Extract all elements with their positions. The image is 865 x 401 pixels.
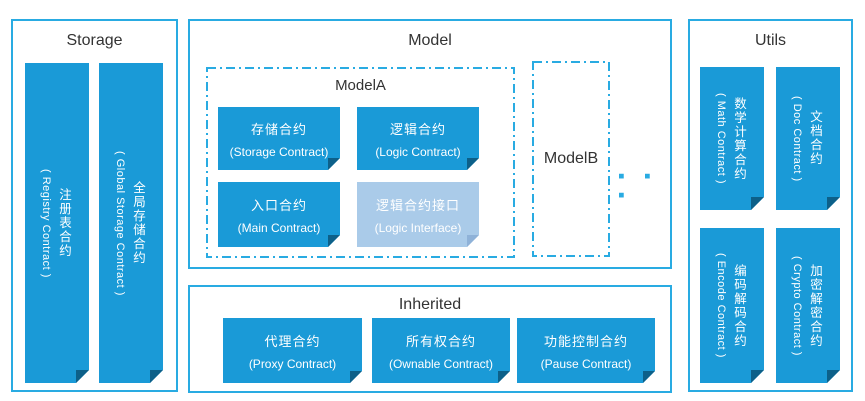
encode-contract-zh: 编码解码合约	[732, 263, 746, 348]
main-contract-en: (Main Contract)	[237, 220, 321, 235]
model-panel: Model ModelA 存储合约 (Storage Contract) 逻辑合…	[188, 19, 672, 269]
math-contract-label: 数学计算合约 ( Math Contract )	[712, 93, 752, 184]
registry-contract-zh: 注册表合约	[57, 187, 71, 258]
main-contract-zh: 入口合约	[250, 197, 307, 213]
utils-panel-title: Utils	[754, 32, 787, 49]
storage-contract-en: (Storage Contract)	[229, 144, 329, 159]
doc-contract-label: 文档合约 ( Doc Contract )	[788, 96, 828, 182]
registry-contract-en: ( Registry Contract )	[40, 168, 52, 278]
main-contract-block: 入口合约 (Main Contract)	[218, 182, 340, 247]
utils-panel: Utils 数学计算合约 ( Math Contract ) 文档合约 ( Do…	[688, 19, 853, 392]
crypto-contract-label: 加密解密合约 ( Crypto Contract )	[788, 256, 828, 356]
pause-contract-en: (Pause Contract)	[540, 356, 632, 371]
logic-interface-zh: 逻辑合约接口	[375, 197, 460, 213]
model-b-group: ModelB	[532, 61, 610, 257]
logic-contract-zh: 逻辑合约	[389, 121, 446, 137]
doc-contract-en: ( Doc Contract )	[791, 95, 803, 182]
doc-contract-bar: 文档合约 ( Doc Contract )	[776, 67, 840, 210]
math-contract-en: ( Math Contract )	[715, 92, 727, 185]
logic-contract-en: (Logic Contract)	[375, 144, 461, 159]
global-storage-contract-zh: 全局存储合约	[131, 180, 145, 265]
logic-interface-en: (Logic Interface)	[374, 220, 462, 235]
storage-panel: Storage 注册表合约 ( Registry Contract ) 全局存储…	[11, 19, 178, 392]
crypto-contract-zh: 加密解密合约	[808, 263, 822, 348]
model-a-group: ModelA 存储合约 (Storage Contract) 逻辑合约 (Log…	[206, 67, 515, 258]
proxy-contract-en: (Proxy Contract)	[248, 356, 337, 371]
pause-contract-block: 功能控制合约 (Pause Contract)	[517, 318, 655, 383]
global-storage-contract-label: 全局存储合约 ( Global Storage Contract )	[111, 151, 151, 296]
math-contract-bar: 数学计算合约 ( Math Contract )	[700, 67, 764, 210]
crypto-contract-en: ( Crypto Contract )	[791, 255, 803, 356]
ellipsis-icon: ▪ ▪ ▪	[618, 166, 658, 206]
storage-contract-zh: 存储合约	[250, 121, 307, 137]
model-a-title: ModelA	[335, 77, 386, 94]
encode-contract-label: 编码解码合约 ( Encode Contract )	[712, 253, 752, 358]
registry-contract-bar: 注册表合约 ( Registry Contract )	[25, 63, 89, 383]
registry-contract-label: 注册表合约 ( Registry Contract )	[37, 169, 77, 278]
proxy-contract-zh: 代理合约	[264, 333, 321, 349]
logic-interface-block: 逻辑合约接口 (Logic Interface)	[357, 182, 479, 247]
storage-contract-block: 存储合约 (Storage Contract)	[218, 107, 340, 170]
inherited-panel-title: Inherited	[398, 296, 462, 313]
global-storage-contract-bar: 全局存储合约 ( Global Storage Contract )	[99, 63, 163, 383]
storage-panel-title: Storage	[66, 32, 123, 49]
ownable-contract-block: 所有权合约 (Ownable Contract)	[372, 318, 510, 383]
model-b-title: ModelB	[543, 150, 599, 167]
global-storage-contract-en: ( Global Storage Contract )	[114, 150, 126, 296]
encode-contract-en: ( Encode Contract )	[715, 253, 727, 358]
math-contract-zh: 数学计算合约	[732, 96, 746, 181]
ownable-contract-en: (Ownable Contract)	[388, 356, 494, 371]
model-panel-title: Model	[408, 32, 452, 49]
doc-contract-zh: 文档合约	[808, 110, 822, 167]
encode-contract-bar: 编码解码合约 ( Encode Contract )	[700, 228, 764, 383]
pause-contract-zh: 功能控制合约	[543, 333, 628, 349]
logic-contract-block: 逻辑合约 (Logic Contract)	[357, 107, 479, 170]
ownable-contract-zh: 所有权合约	[405, 333, 476, 349]
crypto-contract-bar: 加密解密合约 ( Crypto Contract )	[776, 228, 840, 383]
proxy-contract-block: 代理合约 (Proxy Contract)	[223, 318, 362, 383]
inherited-panel: Inherited 代理合约 (Proxy Contract) 所有权合约 (O…	[188, 285, 672, 393]
